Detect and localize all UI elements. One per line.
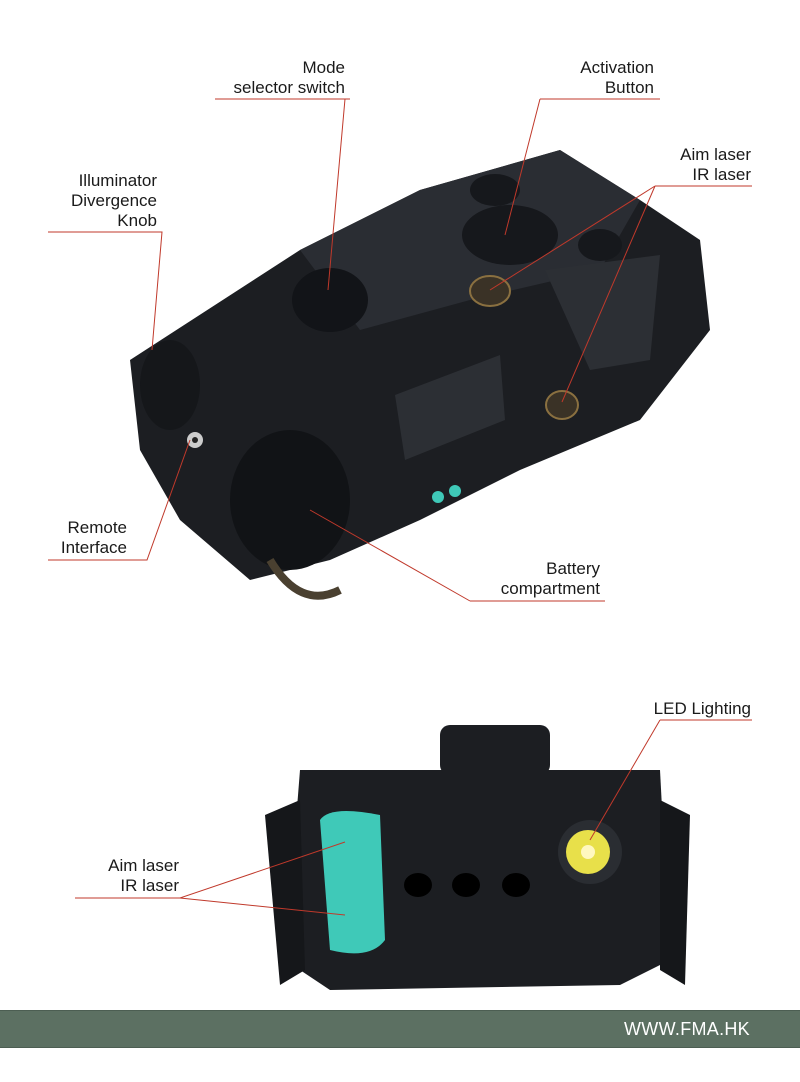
mode-selector-label: Mode selector switch xyxy=(234,58,345,98)
label-line: selector switch xyxy=(233,78,345,97)
label-line: LED Lighting xyxy=(653,699,751,718)
label-line: IR laser xyxy=(120,876,179,895)
front-aim-ir-laser-label: Aim laser IR laser xyxy=(108,856,179,896)
leader-lines xyxy=(48,98,752,916)
aim-ir-laser-label: Aim laser IR laser xyxy=(680,145,751,185)
label-line: Mode xyxy=(302,58,345,77)
label-line: Button xyxy=(604,78,654,97)
label-line: compartment xyxy=(500,579,600,598)
label-line: Aim laser xyxy=(680,145,751,164)
label-line: Remote xyxy=(67,518,127,537)
activation-button-label: Activation Button xyxy=(580,58,654,98)
laser-window xyxy=(320,811,385,954)
label-line: Interface xyxy=(60,538,127,557)
battery-cap xyxy=(230,430,350,570)
website-link[interactable]: WWW.FMA.HK xyxy=(624,1019,750,1039)
divergence-knob xyxy=(140,340,200,430)
battery-compartment-label: Battery compartment xyxy=(501,559,600,599)
activation-button xyxy=(462,205,558,265)
led-lighting-label: LED Lighting xyxy=(654,699,751,719)
label-line: Illuminator xyxy=(78,171,157,190)
label-line: Battery xyxy=(546,559,600,578)
device-front-view xyxy=(265,725,690,990)
mode-selector xyxy=(292,268,368,332)
remote-interface-label: Remote Interface xyxy=(61,518,127,558)
footer-band: WWW.FMA.HK xyxy=(0,1010,800,1048)
label-line: Divergence xyxy=(71,191,157,210)
illuminator-knob-label: Illuminator Divergence Knob xyxy=(71,171,157,231)
device-top-view xyxy=(130,150,710,600)
label-line: Activation xyxy=(580,58,654,77)
label-line: Knob xyxy=(117,211,157,230)
label-line: IR laser xyxy=(692,165,751,184)
label-line: Aim laser xyxy=(108,856,179,875)
